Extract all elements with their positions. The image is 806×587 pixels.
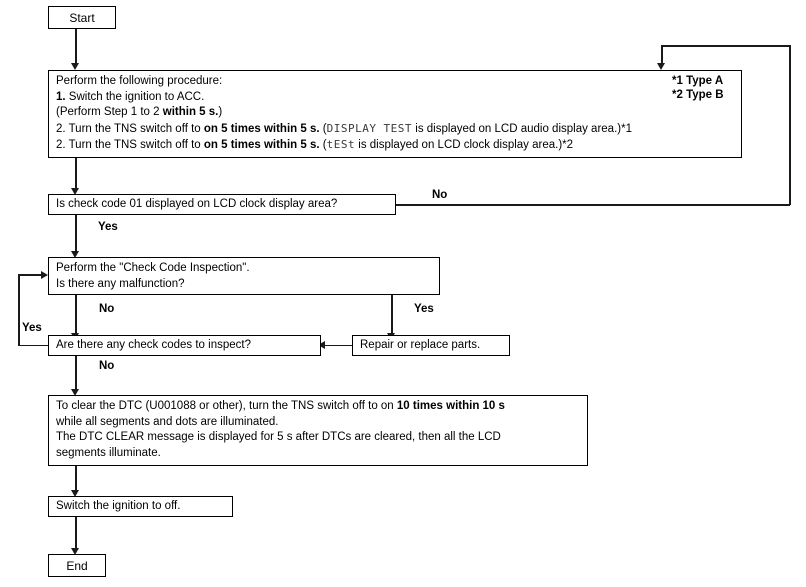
connector-start-to-procedure: [75, 29, 77, 65]
clear-dtc-line-2: while all segments and dots are illumina…: [56, 415, 279, 428]
legend-note-2: *2 Type B: [672, 89, 724, 101]
connector-checkcode-yes: [75, 215, 77, 253]
clear-dtc-line-1a: To clear the DTC (U001088 or other), tur…: [56, 400, 397, 412]
node-inspection[interactable]: Perform the "Check Code Inspection". Is …: [48, 257, 440, 295]
lcd-text-display-test: DISPLAY TEST: [326, 121, 413, 135]
lcd-text-test: tESt: [326, 138, 356, 151]
clear-dtc-line-3: The DTC CLEAR message is displayed for 5…: [56, 431, 501, 443]
connector-codes-yes-left: [18, 274, 20, 346]
procedure-line-4d: is displayed on LCD audio display area.)…: [412, 122, 632, 135]
connector-no-loop-bottom: [396, 204, 790, 206]
arrowhead-into-checkcode: [71, 188, 80, 195]
arrowhead-repair-to-codes: [318, 341, 325, 349]
arrowhead-into-clear-dtc: [71, 389, 80, 396]
node-ignition-off-label: Switch the ignition to off.: [56, 500, 181, 512]
connector-inspection-no: [75, 295, 77, 335]
edge-label-check-code-no: No: [432, 189, 448, 201]
connector-no-loop-down: [661, 45, 663, 65]
procedure-step-number: 1.: [56, 90, 66, 103]
node-repair[interactable]: Repair or replace parts.: [352, 335, 510, 356]
procedure-line-4a: 2. Turn the TNS switch off to: [56, 122, 204, 135]
node-check-code-question[interactable]: Is check code 01 displayed on LCD clock …: [48, 194, 396, 215]
connector-no-loop-top: [661, 45, 791, 47]
node-procedure[interactable]: Perform the following procedure: 1. Swit…: [48, 70, 742, 158]
procedure-step-text: Switch the ignition to ACC.: [65, 90, 205, 103]
procedure-line-5d: is displayed on LCD clock display area.)…: [355, 139, 574, 151]
procedure-line-4b: on 5 times within 5 s.: [203, 122, 320, 135]
node-codes-to-inspect[interactable]: Are there any check codes to inspect?: [48, 335, 321, 356]
arrowhead-into-ignition-off: [71, 490, 80, 497]
inspection-line-2: Is there any malfunction?: [56, 277, 185, 290]
connector-cleardtc-to-ignition: [75, 466, 77, 492]
node-ignition-off[interactable]: Switch the ignition to off.: [48, 496, 233, 517]
procedure-line-1: Perform the following procedure:: [56, 75, 223, 87]
connector-repair-to-codes: [320, 344, 352, 347]
arrowhead-into-procedure: [71, 63, 80, 70]
clear-dtc-line-4: segments illuminate.: [56, 446, 161, 459]
legend-type-notes: *1 Type A *2 Type B: [672, 74, 724, 102]
arrowhead-no-loop-into-procedure: [657, 63, 666, 70]
clear-dtc-line-1: To clear the DTC (U001088 or other), tur…: [56, 399, 581, 415]
connector-no-loop-right: [789, 45, 791, 205]
procedure-line-5a: 2. Turn the TNS switch off to: [56, 139, 204, 151]
procedure-line-5c: (: [319, 139, 327, 151]
connector-codes-no: [75, 356, 77, 391]
node-end[interactable]: End: [48, 554, 106, 577]
edge-label-codes-yes: Yes: [22, 322, 42, 334]
arrowhead-codes-yes-into-inspection: [41, 271, 48, 279]
connector-codes-yes-top: [18, 274, 42, 276]
connector-codes-yes-bottom: [18, 344, 48, 347]
procedure-line-3b: within 5 s.: [162, 106, 219, 118]
edge-label-malfunction-no: No: [99, 303, 115, 315]
connector-inspection-yes: [391, 295, 393, 335]
procedure-line-5: 2. Turn the TNS switch off to on 5 times…: [56, 137, 735, 154]
edge-label-check-code-yes: Yes: [98, 221, 118, 233]
node-check-code-question-label: Is check code 01 displayed on LCD clock …: [56, 198, 338, 210]
inspection-line-1: Perform the "Check Code Inspection".: [56, 262, 250, 274]
procedure-line-3c: ): [218, 106, 223, 118]
arrowhead-into-inspection: [71, 251, 80, 258]
clear-dtc-line-1b: 10 times within 10 s: [396, 400, 505, 412]
arrowhead-into-end: [71, 548, 80, 555]
procedure-line-3: (Perform Step 1 to 2 within 5 s.): [56, 105, 735, 121]
legend-note-1: *1 Type A: [672, 75, 724, 87]
connector-ignition-to-end: [75, 517, 77, 550]
node-start-label: Start: [69, 11, 95, 25]
node-repair-label: Repair or replace parts.: [360, 339, 481, 351]
edge-label-malfunction-yes: Yes: [414, 303, 434, 315]
procedure-line-3a: (Perform Step 1 to 2: [56, 106, 163, 118]
node-codes-to-inspect-label: Are there any check codes to inspect?: [56, 339, 251, 351]
procedure-line-2: 1. Switch the ignition to ACC.: [56, 90, 735, 106]
procedure-line-4: 2. Turn the TNS switch off to on 5 times…: [56, 121, 735, 138]
connector-procedure-to-checkcode: [75, 158, 77, 189]
node-clear-dtc[interactable]: To clear the DTC (U001088 or other), tur…: [48, 395, 588, 466]
node-end-label: End: [66, 559, 88, 573]
edge-label-codes-no: No: [99, 360, 115, 372]
node-start[interactable]: Start: [48, 6, 116, 29]
procedure-line-5b: on 5 times within 5 s.: [203, 139, 320, 151]
procedure-line-4c: (: [319, 122, 327, 135]
